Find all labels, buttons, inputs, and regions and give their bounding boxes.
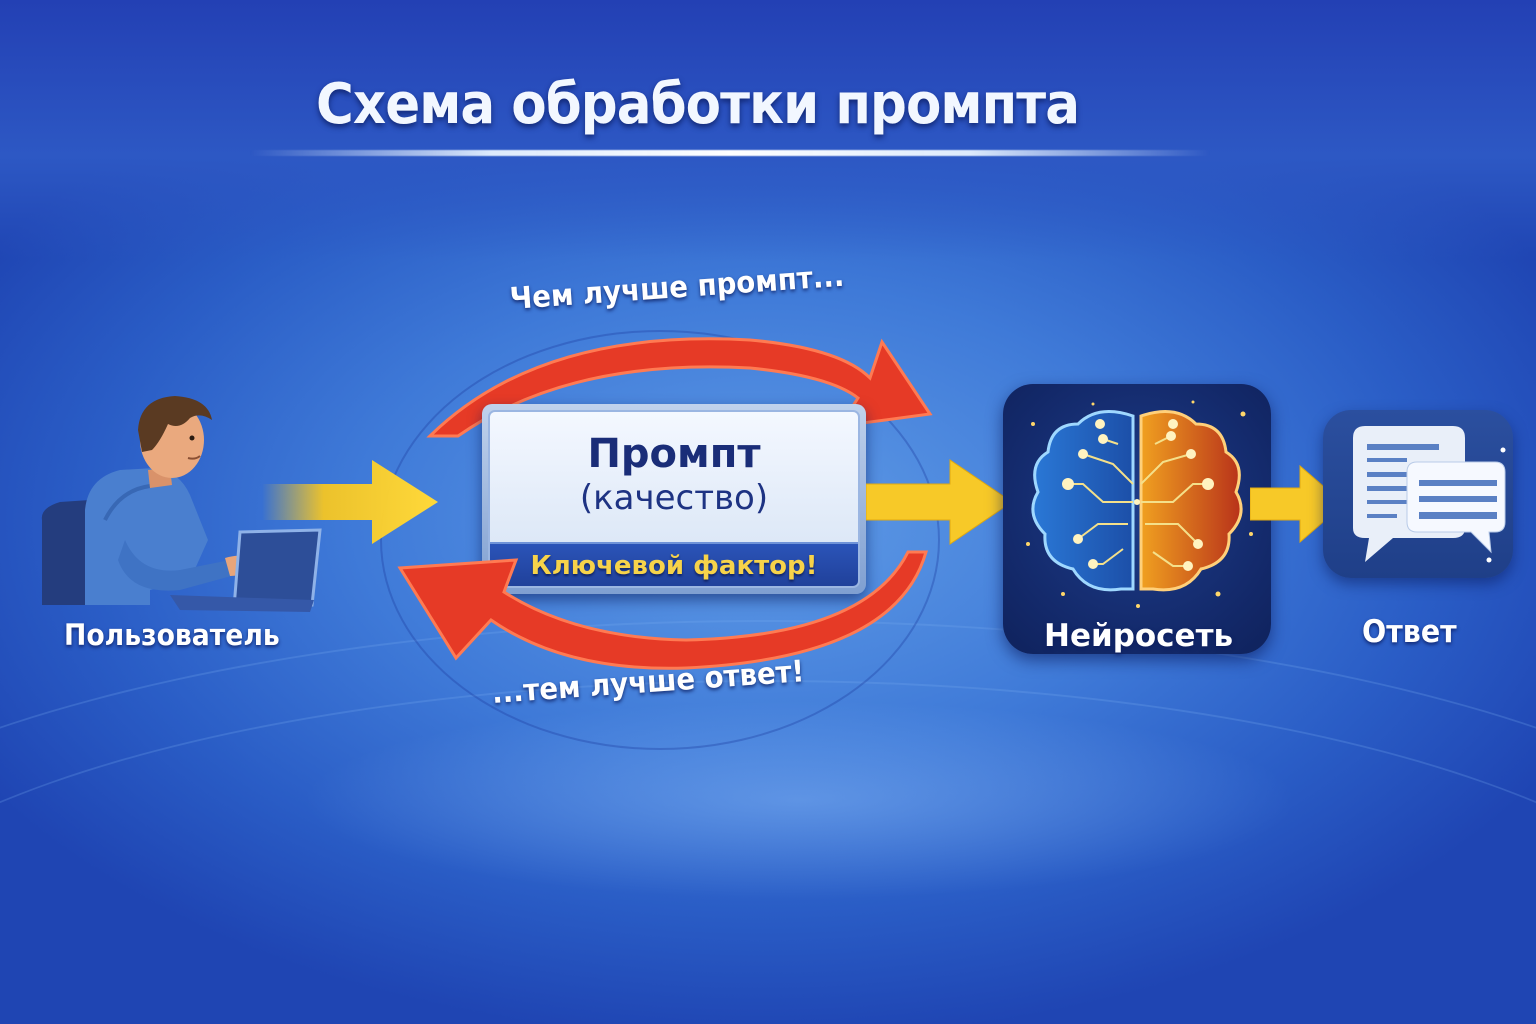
answer-node — [1323, 410, 1513, 578]
prompt-card: Промпт (качество) Ключевой фактор! — [482, 404, 866, 594]
title-underline — [250, 150, 1210, 156]
curved-arrow-right-icon — [426, 337, 933, 438]
page-title: Схема обработки промпта — [316, 72, 1080, 137]
background-swirl — [380, 330, 940, 750]
curved-arrow-left-icon — [397, 550, 928, 670]
background-top-gradient — [0, 0, 1536, 260]
arrow-right-icon — [1250, 464, 1345, 544]
key-factor-badge: Ключевой фактор! — [530, 551, 818, 581]
neural-net-node — [1003, 384, 1271, 654]
chat-bubbles-icon — [1353, 426, 1506, 563]
answer-label: Ответ — [1362, 614, 1457, 650]
arrow-right-icon — [262, 460, 438, 544]
user-node — [30, 390, 330, 615]
loop-top-text: Чем лучше промпт... — [508, 258, 846, 317]
neural-net-label: Нейросеть — [1044, 618, 1234, 654]
prompt-subtitle: (качество) — [579, 478, 769, 518]
user-label: Пользователь — [64, 618, 280, 652]
brain-circuit-icon — [1026, 400, 1253, 608]
arrow-right-icon — [866, 459, 1013, 545]
prompt-title: Промпт — [587, 431, 761, 477]
person-at-laptop-icon — [41, 396, 322, 612]
